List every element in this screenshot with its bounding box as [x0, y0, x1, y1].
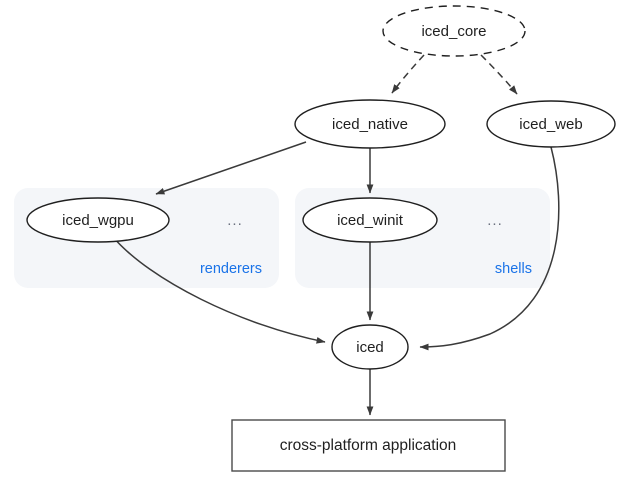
edge-iced-core-to-iced-native [391, 54, 425, 94]
node-iced-web[interactable]: iced_web [486, 100, 616, 148]
cluster-renderers-ellipsis: ... [227, 212, 243, 229]
node-iced[interactable]: iced [331, 324, 409, 370]
node-iced-native[interactable]: iced_native [294, 99, 446, 149]
node-iced-winit-shape [302, 197, 438, 243]
edge-iced-wgpu-to-iced [112, 236, 326, 344]
node-iced-wgpu-shape [26, 197, 170, 243]
edge-iced-core-to-iced-web [480, 54, 518, 95]
node-iced-wgpu[interactable]: iced_wgpu [26, 197, 170, 243]
node-iced-core[interactable]: iced_core [382, 5, 526, 57]
cluster-shells-label: shells [495, 261, 532, 277]
node-iced-native-shape [294, 99, 446, 149]
edge-iced-web-to-iced [419, 146, 560, 351]
node-iced-label: iced [356, 339, 384, 356]
edge-iced-native-to-iced-wgpu [155, 141, 307, 195]
cluster-shells-ellipsis: ... [487, 212, 503, 229]
node-iced-core-shape [382, 5, 526, 57]
node-iced-core-label: iced_core [421, 23, 486, 40]
node-cross-platform-application[interactable]: cross-platform application [231, 419, 506, 472]
node-iced-winit-label: iced_winit [337, 212, 404, 229]
node-iced-web-shape [486, 100, 616, 148]
node-iced-native-label: iced_native [332, 116, 408, 133]
node-iced-winit[interactable]: iced_winit [302, 197, 438, 243]
node-iced-web-label: iced_web [519, 116, 582, 133]
cluster-renderers-label: renderers [200, 261, 262, 277]
node-app-label: cross-platform application [280, 437, 457, 454]
node-iced-wgpu-label: iced_wgpu [62, 212, 134, 229]
node-iced-shape [331, 324, 409, 370]
node-app-shape [231, 419, 506, 472]
